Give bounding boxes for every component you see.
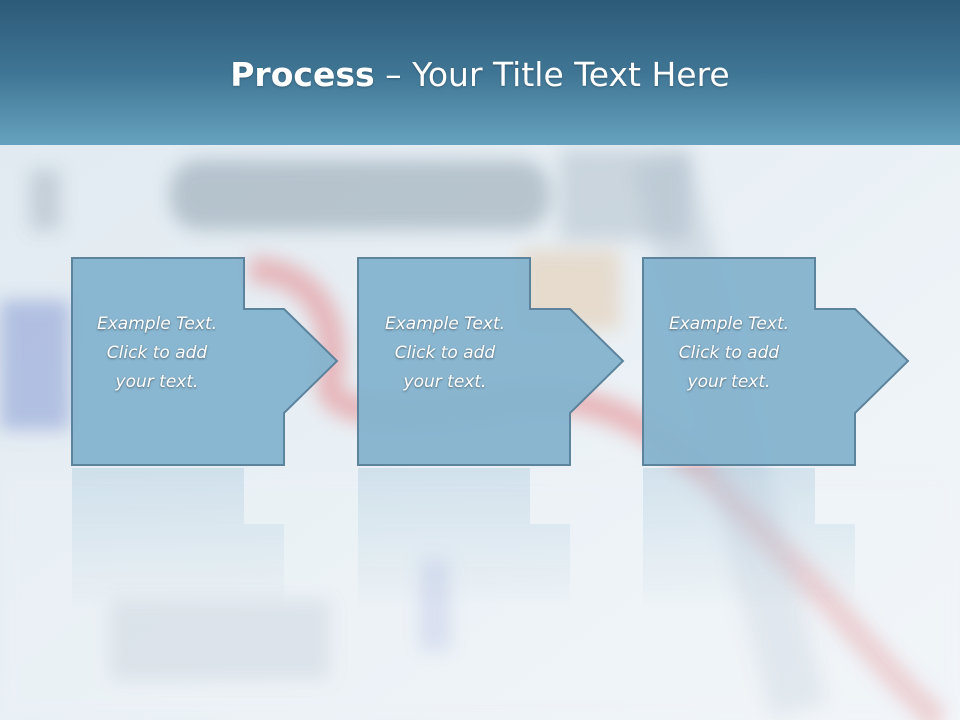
step-2-line-2: Click to add: [394, 343, 496, 363]
step-3-line-3: your text.: [687, 372, 771, 392]
step-3-line-2: Click to add: [678, 343, 780, 363]
slide-title[interactable]: Process – Your Title Text Here: [0, 52, 960, 98]
step-2-line-3: your text.: [403, 372, 487, 392]
step-1-line-1: Example Text.: [96, 314, 218, 334]
step-1-line-3: your text.: [115, 372, 199, 392]
step-2-line-1: Example Text.: [384, 314, 506, 334]
step-3-line-1: Example Text.: [668, 314, 790, 334]
process-step-1-text[interactable]: Example Text. Click to add your text.: [71, 310, 243, 397]
title-rest: – Your Title Text Here: [374, 55, 730, 94]
title-bold: Process: [230, 55, 375, 94]
process-step-1-shape[interactable]: [71, 257, 341, 467]
step-1-line-2: Click to add: [106, 343, 208, 363]
process-step-1-reflection: [71, 468, 341, 608]
process-step-3-shape[interactable]: [642, 257, 912, 467]
process-step-2-reflection: [357, 468, 627, 608]
process-step-3-reflection: [642, 468, 912, 608]
title-bar: [0, 0, 960, 145]
process-step-2-shape[interactable]: [357, 257, 627, 467]
process-step-3-text[interactable]: Example Text. Click to add your text.: [643, 310, 815, 397]
process-step-2-text[interactable]: Example Text. Click to add your text.: [359, 310, 531, 397]
